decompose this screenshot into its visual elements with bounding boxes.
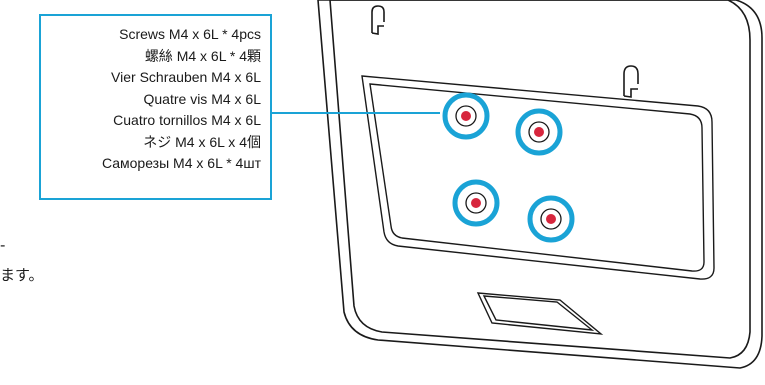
mounting-plate [361, 75, 715, 280]
callout-line-ru: Саморезы M4 x 6L * 4шт [101, 155, 261, 171]
device-back-panel [317, 0, 763, 369]
callout-line-zh: 螺絲 M4 x 6L * 4顆 [144, 47, 261, 64]
callout-line-fr: Quatre vis M4 x 6L [143, 90, 262, 107]
cropped-text-line-2: ます。 [0, 266, 44, 284]
callout-line-en: Screws M4 x 6L * 4pcs [119, 26, 261, 42]
callout-line-ja: ネジ M4 x 6L x 4個 [143, 133, 261, 150]
screw-hole-icon [442, 92, 490, 140]
hang-hook-icon [623, 65, 639, 98]
screw-spec-callout: Screws M4 x 6L * 4pcs 螺絲 M4 x 6L * 4顆 Vi… [39, 14, 272, 200]
hang-hook-icon [371, 5, 385, 35]
screw-hole-group [442, 92, 575, 243]
callout-line-es: Cuatro tornillos M4 x 6L [113, 112, 261, 128]
screw-hole-icon [527, 195, 575, 243]
screw-hole-icon [452, 179, 500, 227]
bottom-slot [476, 292, 604, 335]
callout-line-de: Vier Schrauben M4 x 6L [111, 69, 261, 85]
cropped-text-line-1: - [0, 236, 6, 254]
screw-hole-icon [515, 108, 563, 156]
